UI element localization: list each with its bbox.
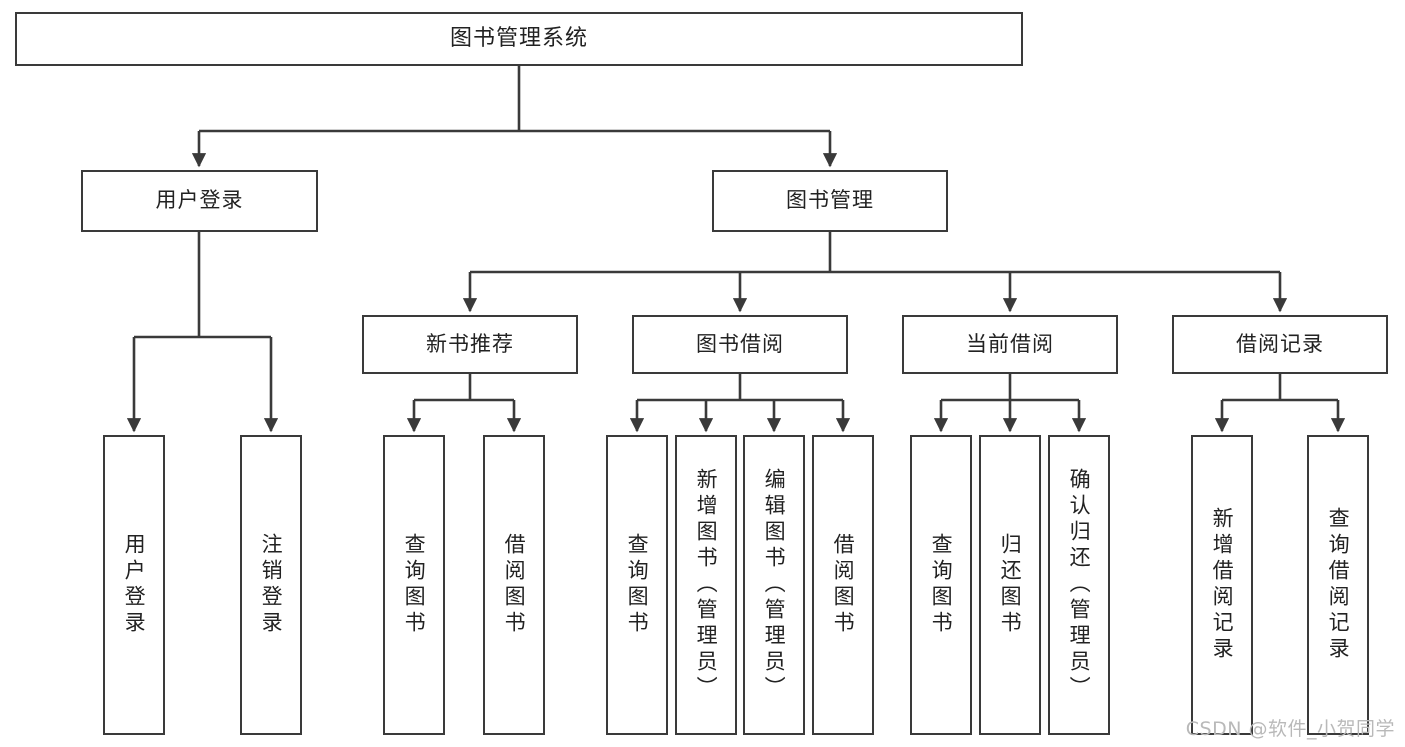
leaf-label: 查询借阅记录: [1326, 507, 1351, 663]
leaf-book-borrow-add[interactable]: 新增图书（管理员）: [675, 435, 737, 735]
leaf-label: 查询图书: [402, 533, 427, 637]
node-user-login[interactable]: 用户登录: [81, 170, 318, 232]
node-new-book-recommend[interactable]: 新书推荐: [362, 315, 578, 374]
leaf-new-book-query[interactable]: 查询图书: [383, 435, 445, 735]
leaf-new-book-borrow[interactable]: 借阅图书: [483, 435, 545, 735]
leaf-current-borrow-confirm-return[interactable]: 确认归还（管理员）: [1048, 435, 1110, 735]
node-book-borrow[interactable]: 图书借阅: [632, 315, 848, 374]
leaf-label: 新增图书（管理员）: [694, 468, 719, 702]
leaf-user-login-signout[interactable]: 注销登录: [240, 435, 302, 735]
leaf-user-login-signin[interactable]: 用户登录: [103, 435, 165, 735]
leaf-label: 借阅图书: [831, 533, 856, 637]
leaf-label: 确认归还（管理员）: [1067, 468, 1092, 702]
watermark-text: CSDN @软件_小贺同学: [1185, 718, 1395, 740]
node-book-management[interactable]: 图书管理: [712, 170, 948, 232]
node-current-borrow[interactable]: 当前借阅: [902, 315, 1118, 374]
leaf-book-borrow-edit[interactable]: 编辑图书（管理员）: [743, 435, 805, 735]
leaf-book-borrow-borrow[interactable]: 借阅图书: [812, 435, 874, 735]
leaf-label: 编辑图书（管理员）: [762, 468, 787, 702]
node-root-system[interactable]: 图书管理系统: [15, 12, 1023, 66]
leaf-label: 借阅图书: [502, 533, 527, 637]
leaf-borrow-record-add[interactable]: 新增借阅记录: [1191, 435, 1253, 735]
leaf-label: 注销登录: [259, 533, 284, 637]
leaf-book-borrow-query[interactable]: 查询图书: [606, 435, 668, 735]
leaf-current-borrow-return[interactable]: 归还图书: [979, 435, 1041, 735]
node-borrow-record[interactable]: 借阅记录: [1172, 315, 1388, 374]
leaf-label: 新增借阅记录: [1210, 507, 1235, 663]
leaf-borrow-record-query[interactable]: 查询借阅记录: [1307, 435, 1369, 735]
leaf-label: 查询图书: [625, 533, 650, 637]
leaf-label: 归还图书: [998, 533, 1023, 637]
leaf-label: 查询图书: [929, 533, 954, 637]
leaf-label: 用户登录: [122, 533, 147, 637]
leaf-current-borrow-query[interactable]: 查询图书: [910, 435, 972, 735]
